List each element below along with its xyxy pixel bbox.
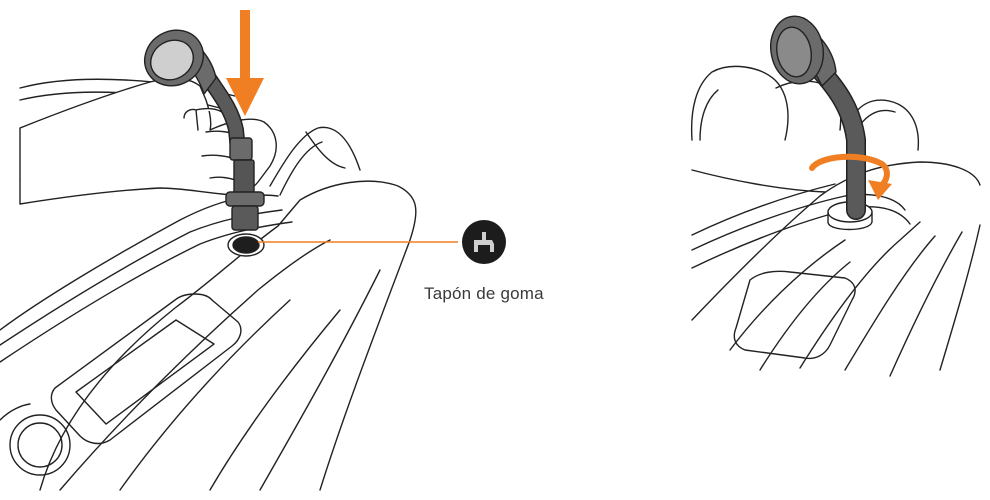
suction-cup-right xyxy=(765,12,836,88)
rubber-plug-label: Tapón de goma xyxy=(424,284,544,304)
rubber-plug-icon xyxy=(462,220,506,264)
rubber-plug-hole xyxy=(228,234,264,256)
hose-right xyxy=(820,70,856,210)
